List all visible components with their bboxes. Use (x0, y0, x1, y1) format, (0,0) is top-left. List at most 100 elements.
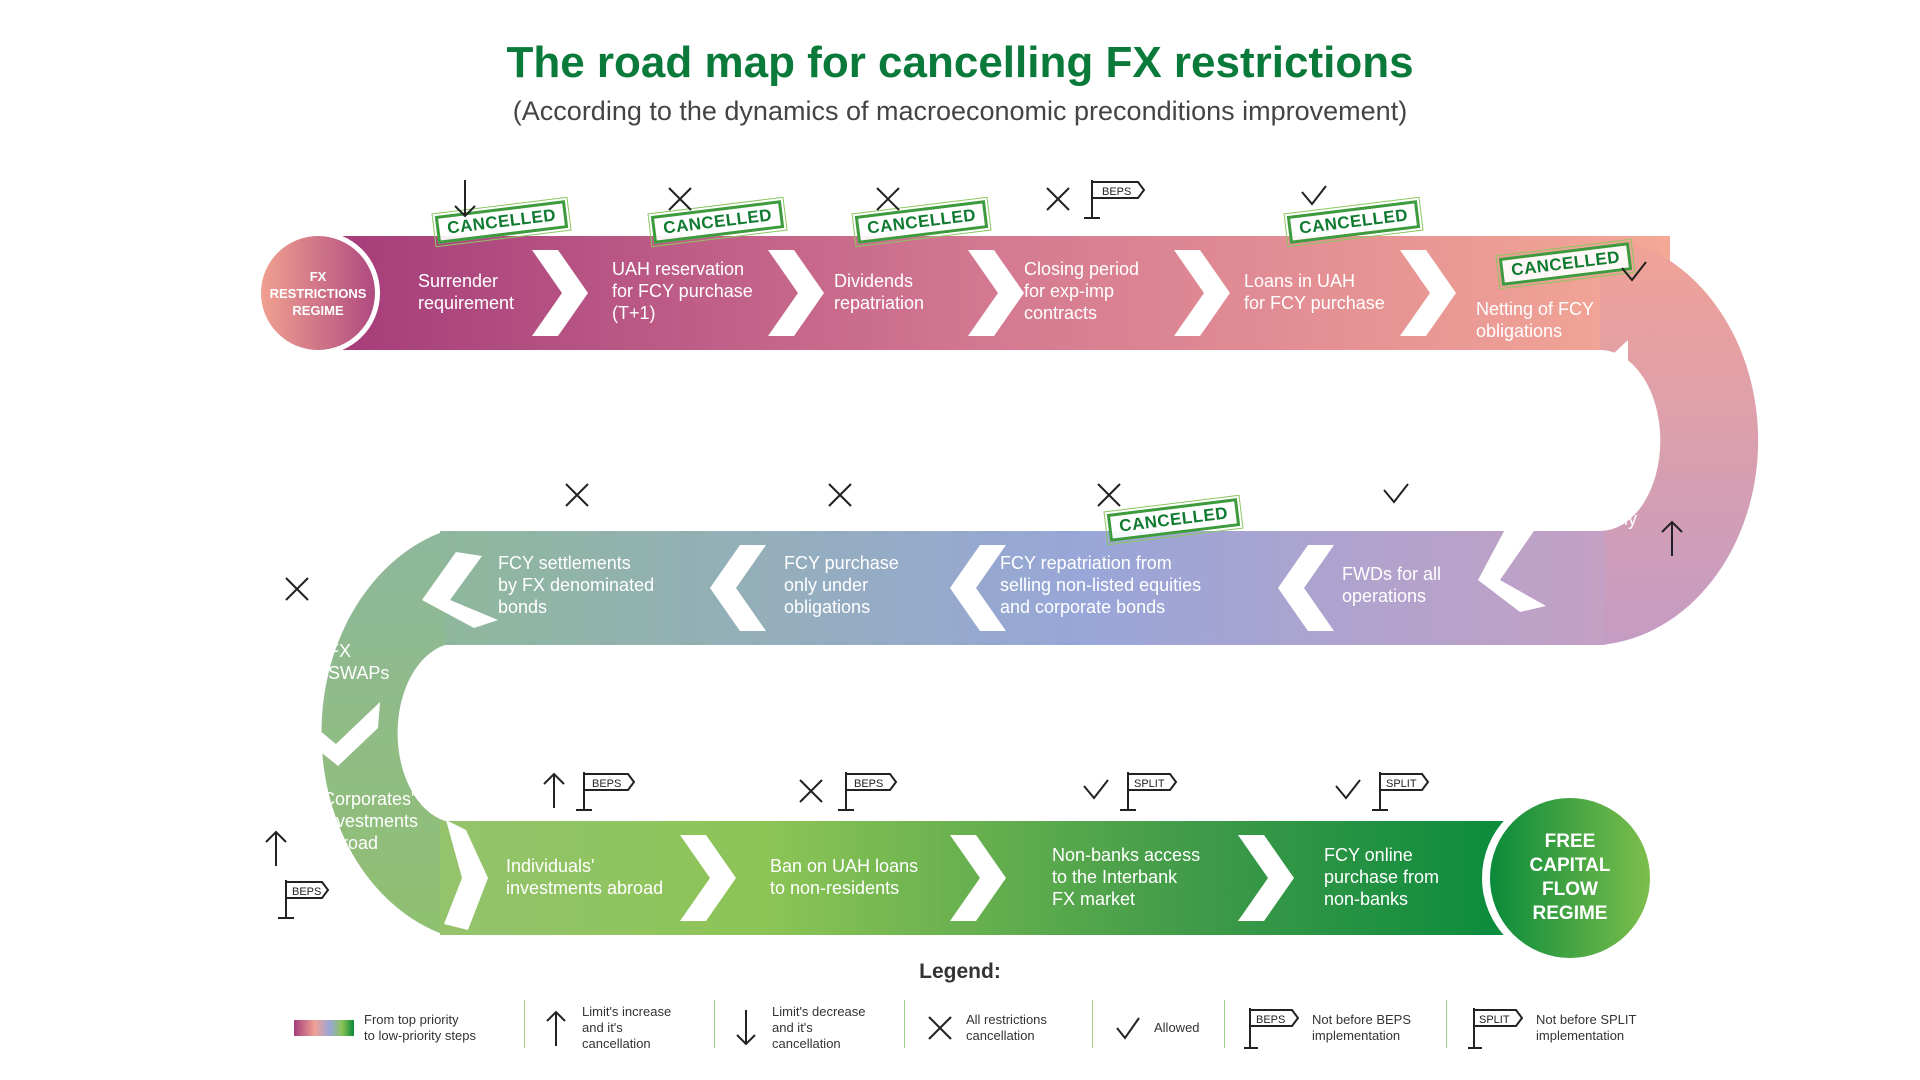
step-line: Ban on UAH loans (770, 856, 919, 876)
step-line: FCY (1556, 421, 1592, 441)
chevron-down-icon (1550, 340, 1628, 404)
legend-divider (1446, 1000, 1447, 1048)
legend-text: implementation (1312, 1028, 1401, 1043)
step-line: UAH reservation (612, 259, 745, 279)
step-line: for exp-imp (1024, 281, 1115, 301)
start-circle-fill (261, 236, 375, 350)
limit-decrease-icon (454, 180, 476, 218)
end-label: FREE CAPITAL FLOW REGIME (1490, 830, 1650, 926)
chevron-left-icon (1278, 545, 1334, 631)
road-segment-middle (440, 531, 1605, 645)
step-line: Individuals' (506, 856, 595, 876)
step-line: obligations (784, 597, 871, 617)
legend-text: Limit's decrease (772, 1004, 866, 1019)
step-line: within UAH (1556, 487, 1646, 507)
step-line: by FX denominated (498, 575, 655, 595)
limit-increase-icon (546, 1010, 566, 1046)
chevron-right-icon (1238, 835, 1294, 921)
road-segment-left-curve (321, 531, 445, 935)
step-line: abroad (322, 833, 379, 853)
chevron-left-icon (422, 552, 498, 628)
start-label-line: FX (309, 269, 327, 284)
flag-beps-icon: BEPS (1244, 1008, 1300, 1049)
flag-split-icon: SPLIT (1468, 1008, 1524, 1049)
allowed-icon (1116, 1017, 1140, 1040)
legend-text: Limit's increase (582, 1004, 672, 1019)
step-line: Loans in UAH (1244, 271, 1356, 291)
chevron-right-icon (444, 820, 488, 930)
all-cancellation-icon (668, 187, 692, 211)
step-line: operations (1342, 586, 1427, 606)
chevron-left-icon (1478, 520, 1546, 612)
page-title: The road map for cancelling FX restricti… (506, 38, 1414, 87)
chevron-right-icon (532, 250, 588, 336)
flag-split-icon (1120, 772, 1178, 811)
chevron-right-icon (968, 250, 1024, 336)
flag-text: SPLIT (1479, 1014, 1510, 1026)
legend-item-allowed: Allowed (1114, 1000, 1200, 1056)
flag-text: BEPS (292, 886, 321, 898)
legend-text: All restrictions (966, 1012, 1047, 1027)
flag-text: SPLIT (1134, 778, 1165, 790)
step-line: and corporate bonds (1000, 597, 1166, 617)
legend-text: cancellation (582, 1036, 651, 1051)
end-label-line: FREE (1544, 831, 1596, 852)
chevron-right-icon (1174, 250, 1230, 336)
step-line: (T+1) (612, 303, 656, 323)
chevron-left-icon (950, 545, 1006, 631)
step-line: Closing period (1024, 259, 1140, 279)
step-line: Surrender (418, 271, 499, 291)
flag-beps-icon (1084, 180, 1146, 219)
step-line: non-banks (1324, 889, 1409, 909)
flag-beps-icon (838, 772, 898, 811)
legend-divider (1224, 1000, 1225, 1048)
all-cancellation-icon (799, 779, 823, 803)
legend-text: and it's (772, 1020, 813, 1035)
step-line: individuals (1556, 465, 1641, 485)
flag-beps-icon (278, 880, 330, 919)
all-cancellation-icon (928, 1016, 952, 1040)
limit-increase-icon (543, 772, 565, 808)
all-cancellation-icon (565, 483, 589, 507)
flag-text: BEPS (1256, 1014, 1285, 1026)
start-label: FX RESTRICTIONS REGIME (258, 268, 378, 319)
end-label-line: FLOW (1542, 879, 1598, 900)
step-line: bonds (498, 597, 548, 617)
legend-text: cancellation (966, 1028, 1035, 1043)
allowed-icon (1083, 779, 1109, 800)
legend-text: and it's (582, 1020, 623, 1035)
start-label-line: RESTRICTIONS (269, 286, 367, 301)
all-cancellation-icon (828, 483, 852, 507)
end-label-line: REGIME (1532, 903, 1608, 924)
chevron-left-icon (710, 545, 766, 631)
allowed-icon (1301, 185, 1327, 206)
all-cancellation-icon (285, 577, 309, 601)
legend-text: Allowed (1154, 1020, 1200, 1035)
start-label-line: REGIME (292, 303, 344, 318)
step-line: SWAPs (328, 663, 390, 683)
road-segment-right-curve (1600, 236, 1759, 645)
step-line: Non-banks access (1052, 845, 1201, 865)
legend-text: Not before BEPS (1312, 1012, 1411, 1027)
step-line: purchase from (1324, 867, 1440, 887)
legend-text: From top priority (364, 1012, 459, 1027)
all-cancellation-icon (1097, 483, 1121, 507)
step-line: repatriation (834, 293, 925, 313)
chevron-right-icon (768, 250, 824, 336)
